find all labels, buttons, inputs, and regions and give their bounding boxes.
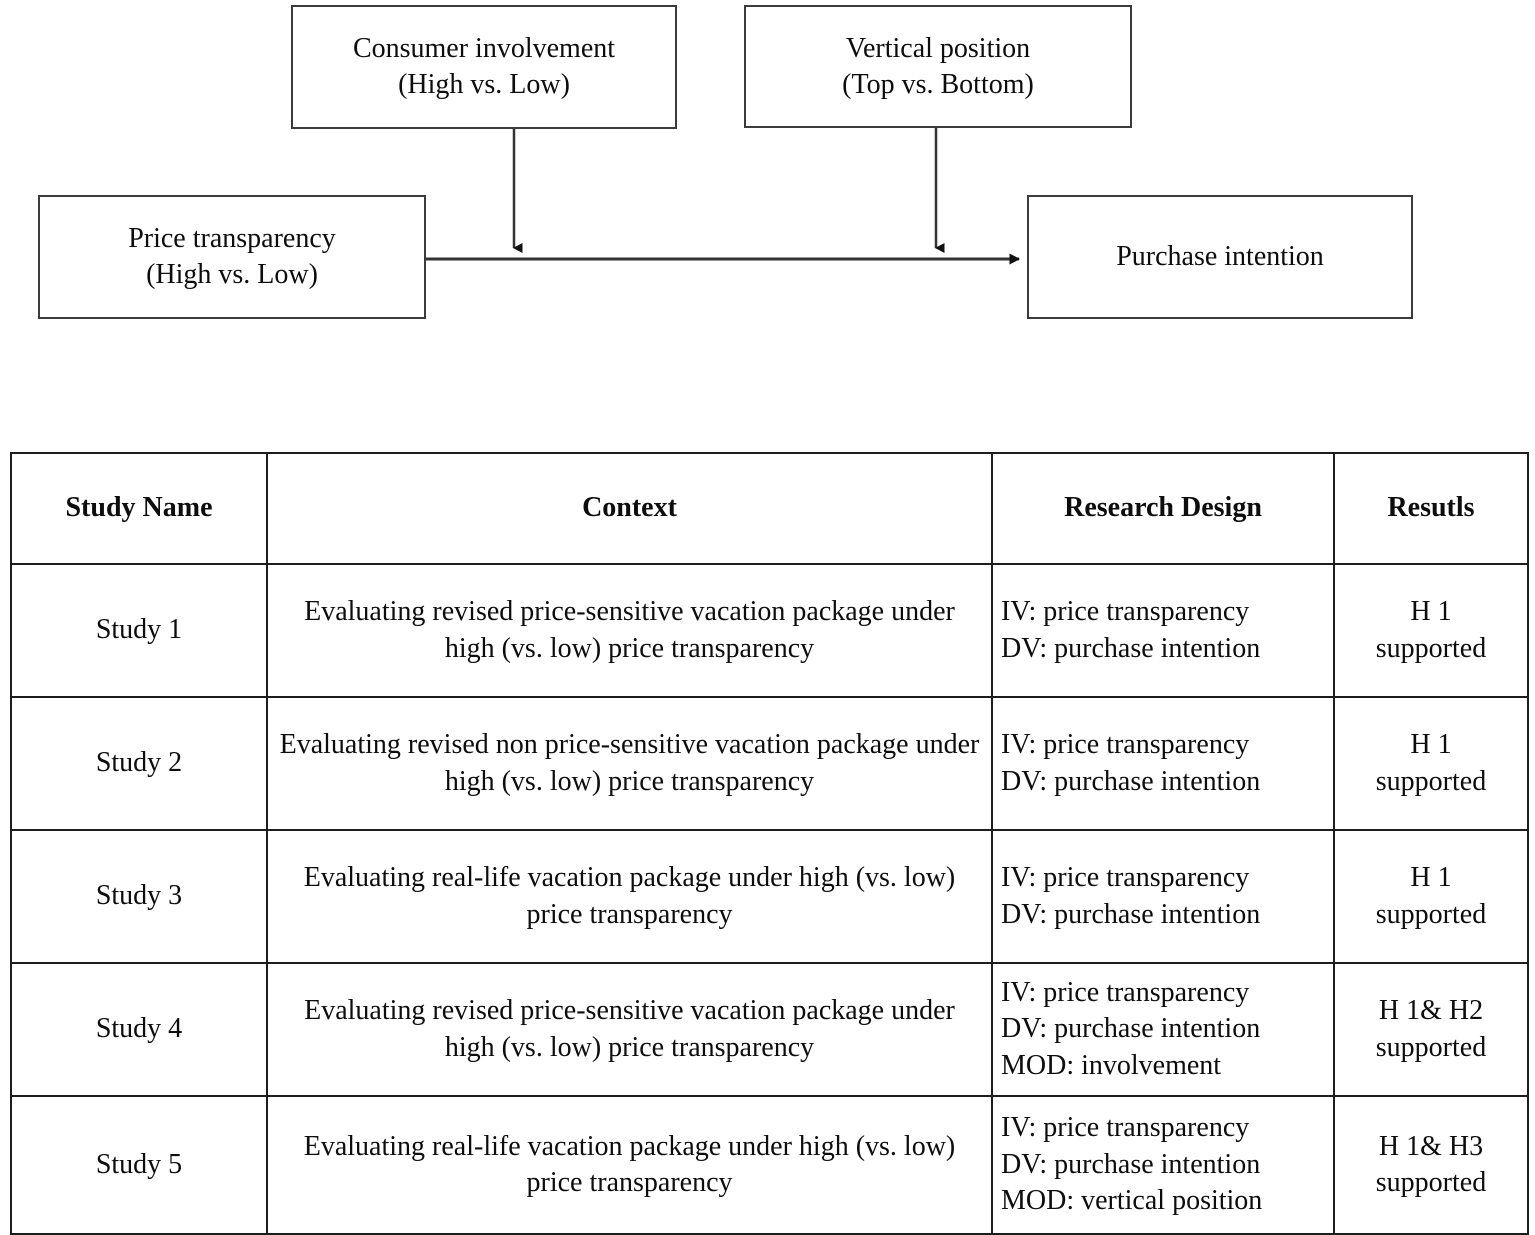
cell-research-design: IV: price transparency DV: purchase inte… (991, 962, 1335, 1097)
cell-research-design: IV: price transparency DV: purchase inte… (991, 696, 1335, 831)
node-price-transparency: Price transparency (High vs. Low) (38, 195, 426, 319)
cell-research-design: IV: price transparency DV: purchase inte… (991, 1095, 1335, 1235)
cell-context: Evaluating real-life vacation package un… (266, 1095, 993, 1235)
cell-results: H 1 supported (1333, 696, 1529, 831)
cell-study-name: Study 4 (10, 962, 268, 1097)
table-header: Study Name Context Research Design Resut… (10, 452, 1529, 565)
studies-summary-table: Study Name Context Research Design Resut… (10, 452, 1529, 1235)
cell-research-design: IV: price transparency DV: purchase inte… (991, 829, 1335, 964)
node-vertical-position-line1: Vertical position (845, 32, 1031, 64)
cell-results: H 1& H3 supported (1333, 1095, 1529, 1235)
table-header-row: Study Name Context Research Design Resut… (10, 452, 1529, 565)
cell-research-design: IV: price transparency DV: purchase inte… (991, 563, 1335, 698)
cell-study-name: Study 2 (10, 696, 268, 831)
cell-results: H 1 supported (1333, 829, 1529, 964)
table-body: Study 1 Evaluating revised price-sensiti… (10, 563, 1529, 1235)
node-vertical-position-line2: (Top vs. Bottom) (842, 68, 1034, 100)
table-row: Study 2 Evaluating revised non price-sen… (10, 696, 1529, 831)
table-row: Study 3 Evaluating real-life vacation pa… (10, 829, 1529, 964)
table-row: Study 5 Evaluating real-life vacation pa… (10, 1095, 1529, 1235)
node-consumer-involvement-text: Consumer involvement (High vs. Low) (293, 31, 675, 103)
node-purchase-intention-line1: Purchase intention (1116, 241, 1324, 273)
node-price-transparency-line1: Price transparency (128, 223, 336, 255)
column-header-study-name: Study Name (10, 452, 268, 565)
cell-results: H 1& H2 supported (1333, 962, 1529, 1097)
cell-context: Evaluating real-life vacation package un… (266, 829, 993, 964)
node-price-transparency-text: Price transparency (High vs. Low) (40, 221, 424, 293)
column-header-research-design: Research Design (991, 452, 1335, 565)
node-purchase-intention-text: Purchase intention (1029, 239, 1411, 275)
node-consumer-involvement-line2: (High vs. Low) (398, 69, 570, 100)
cell-results: H 1 supported (1333, 563, 1529, 698)
node-vertical-position: Vertical position (Top vs. Bottom) (744, 5, 1132, 128)
cell-study-name: Study 3 (10, 829, 268, 964)
cell-study-name: Study 5 (10, 1095, 268, 1235)
studies-summary-table-container: Study Name Context Research Design Resut… (10, 452, 1529, 1235)
conceptual-model-diagram: Consumer involvement (High vs. Low) Vert… (0, 0, 1535, 430)
column-header-context: Context (266, 452, 993, 565)
cell-study-name: Study 1 (10, 563, 268, 698)
node-purchase-intention: Purchase intention (1027, 195, 1413, 319)
table-row: Study 4 Evaluating revised price-sensiti… (10, 962, 1529, 1097)
table-row: Study 1 Evaluating revised price-sensiti… (10, 563, 1529, 698)
node-price-transparency-line2: (High vs. Low) (146, 259, 318, 290)
cell-context: Evaluating revised price-sensitive vacat… (266, 962, 993, 1097)
column-header-results: Resutls (1333, 452, 1529, 565)
node-consumer-involvement: Consumer involvement (High vs. Low) (291, 5, 677, 129)
cell-context: Evaluating revised price-sensitive vacat… (266, 563, 993, 698)
cell-context: Evaluating revised non price-sensitive v… (266, 696, 993, 831)
node-consumer-involvement-line1: Consumer involvement (352, 33, 616, 65)
node-vertical-position-text: Vertical position (Top vs. Bottom) (746, 31, 1130, 103)
